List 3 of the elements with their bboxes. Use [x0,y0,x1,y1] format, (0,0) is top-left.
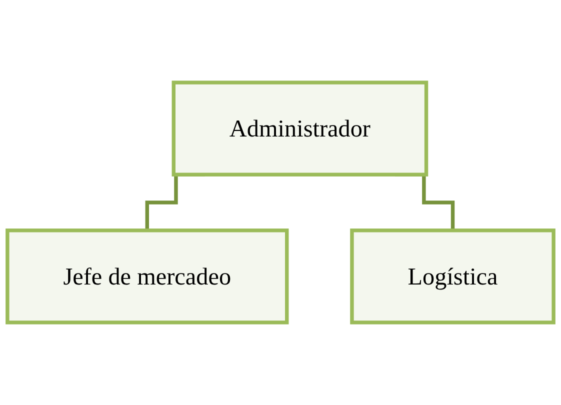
node-box: Logística [350,228,556,324]
node-box: Jefe de mercadeo [6,228,289,324]
node-box: Administrador [172,80,428,176]
